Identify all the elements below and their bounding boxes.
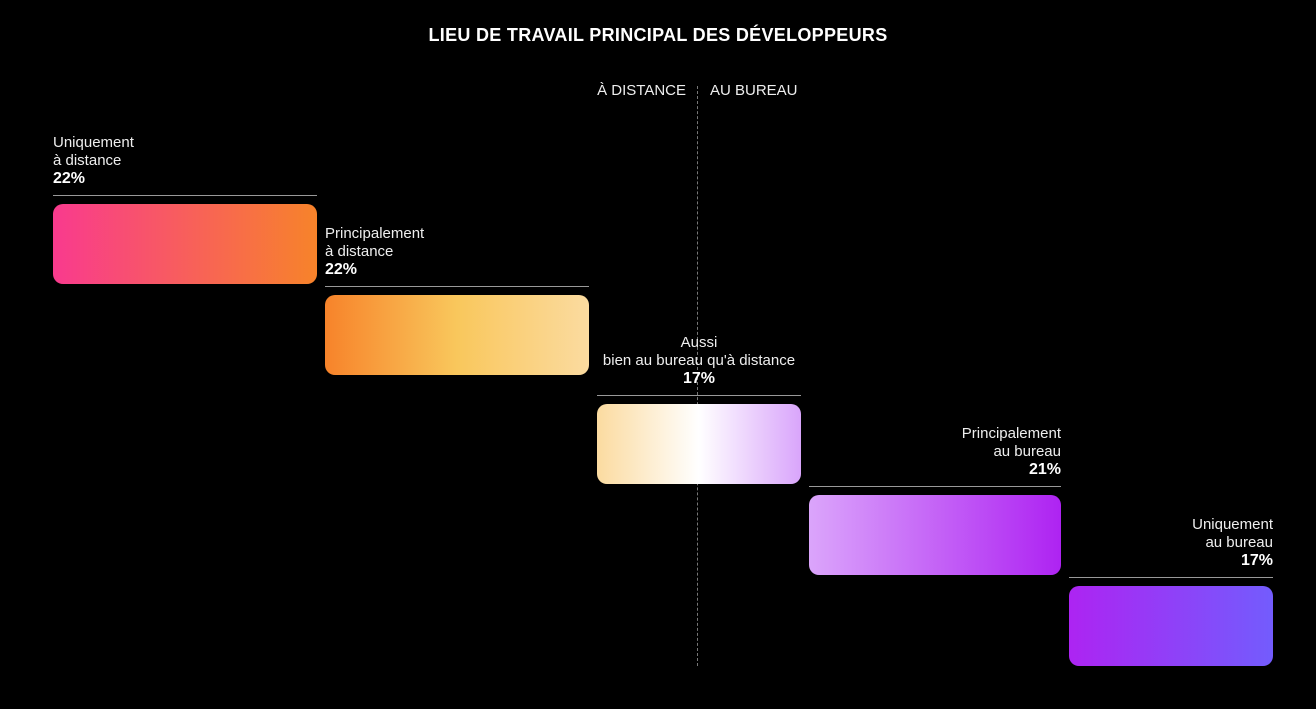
segment-value: 22%: [53, 170, 86, 187]
segment-label-line1: Principalement: [325, 225, 425, 242]
segment-label-line1: Principalement: [961, 425, 1061, 442]
segment-value: 17%: [682, 370, 716, 387]
center-divider: [697, 86, 698, 666]
axis-label-remote: À DISTANCE: [597, 82, 686, 99]
bar: [1069, 586, 1273, 666]
segment-value: 17%: [1240, 552, 1273, 569]
segment-rule: [809, 486, 1061, 487]
bar: [597, 404, 801, 484]
chart-title: LIEU DE TRAVAIL PRINCIPAL DES DÉVELOPPEU…: [428, 25, 888, 45]
segment-label-line2: bien au bureau qu'à distance: [602, 352, 796, 369]
segment-label-line2: à distance: [325, 243, 394, 260]
segment-value: 21%: [1028, 461, 1061, 478]
segment-label-line1: Aussi: [680, 334, 718, 351]
segment-rule: [1069, 577, 1273, 578]
segment-rule: [597, 395, 801, 396]
segment-rule: [53, 195, 317, 196]
segment-label-line2: à distance: [53, 152, 122, 169]
bar: [53, 204, 317, 284]
segment-label-line1: Uniquement: [53, 134, 134, 151]
bar: [325, 295, 589, 375]
axis-label-office: AU BUREAU: [710, 82, 798, 99]
segment-rule: [325, 286, 589, 287]
segment-value: 22%: [325, 261, 358, 278]
segment-label-line1: Uniquement: [1192, 516, 1273, 533]
bar: [809, 495, 1061, 575]
segment-label-line2: au bureau: [993, 443, 1061, 460]
segment-label-line2: au bureau: [1205, 534, 1273, 551]
